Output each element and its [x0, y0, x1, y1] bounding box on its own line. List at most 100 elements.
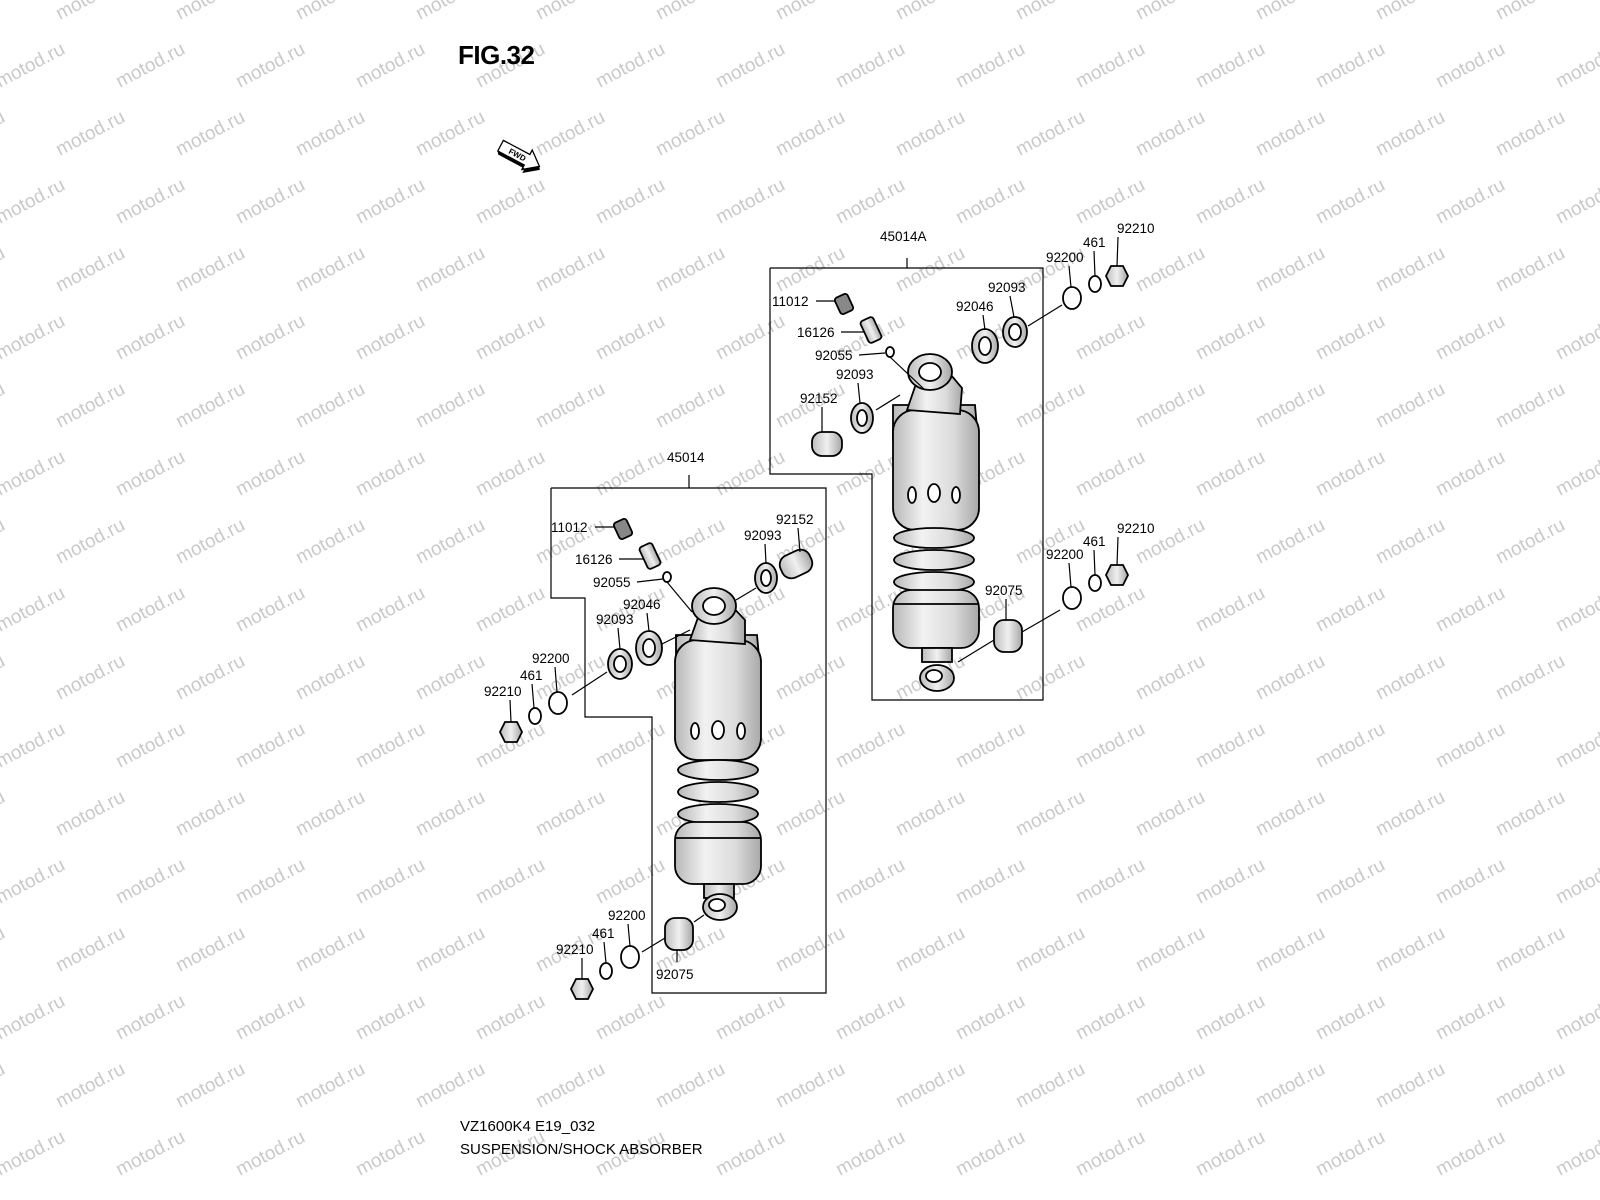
- watermark-text: motod.ru: [1312, 39, 1388, 93]
- labels-45014: 11012 16126 92055 92046 92093 92200 461 …: [484, 512, 814, 982]
- watermark-text: motod.ru: [892, 0, 968, 24]
- watermark-text: motod.ru: [0, 175, 69, 229]
- watermark-text: motod.ru: [172, 651, 248, 705]
- watermark-text: motod.ru: [1552, 311, 1600, 365]
- watermark-text: motod.ru: [1252, 107, 1328, 161]
- collar-92152-45014: [778, 548, 814, 580]
- watermark-text: motod.ru: [1132, 787, 1208, 841]
- watermark-text: motod.ru: [1132, 923, 1208, 977]
- watermark-text: motod.ru: [0, 311, 69, 365]
- watermark-text: motod.ru: [0, 1127, 69, 1181]
- watermark-text: motod.ru: [952, 1127, 1028, 1181]
- watermark-text: motod.ru: [592, 447, 668, 501]
- watermark-text: motod.ru: [472, 311, 548, 365]
- watermark-text: motod.ru: [52, 1195, 128, 1200]
- watermark-text: motod.ru: [832, 175, 908, 229]
- watermark-text: motod.ru: [52, 1059, 128, 1113]
- watermark-text: motod.ru: [1192, 39, 1268, 93]
- watermark-text: motod.ru: [1192, 991, 1268, 1045]
- watermark-text: motod.ru: [232, 447, 308, 501]
- watermark-text: motod.ru: [112, 175, 188, 229]
- watermark-text: motod.ru: [232, 583, 308, 637]
- watermark-text: motod.ru: [892, 1059, 968, 1113]
- watermark-text: motod.ru: [592, 311, 668, 365]
- watermark-text: motod.ru: [112, 39, 188, 93]
- watermark-text: motod.ru: [1312, 583, 1388, 637]
- watermark-text: motod.ru: [0, 447, 69, 501]
- watermark-text: motod.ru: [532, 379, 608, 433]
- watermark-text: motod.ru: [1012, 651, 1088, 705]
- watermark-text: motod.ru: [1492, 515, 1568, 569]
- watermark-text: motod.ru: [952, 719, 1028, 773]
- watermark-text: motod.ru: [1132, 107, 1208, 161]
- nut-92210-top-45014: [498, 721, 524, 743]
- watermark-text: motod.ru: [292, 923, 368, 977]
- watermark-text: motod.ru: [1072, 855, 1148, 909]
- watermark-text: motod.ru: [1372, 0, 1448, 24]
- watermark-text: motod.ru: [592, 39, 668, 93]
- watermark-text: motod.ru: [1372, 243, 1448, 297]
- watermark-text: motod.ru: [772, 651, 848, 705]
- watermark-text: motod.ru: [52, 243, 128, 297]
- watermark-text: motod.ru: [1252, 787, 1328, 841]
- watermark-text: motod.ru: [1432, 39, 1508, 93]
- watermark-text: motod.ru: [1252, 1059, 1328, 1113]
- watermark-text: motod.ru: [1432, 583, 1508, 637]
- watermark-text: motod.ru: [1492, 0, 1568, 24]
- watermark-text: motod.ru: [832, 1127, 908, 1181]
- watermark-text: motod.ru: [1372, 787, 1448, 841]
- watermark-text: motod.ru: [892, 243, 968, 297]
- svg-text:92055: 92055: [593, 575, 631, 590]
- watermark-text: motod.ru: [772, 0, 848, 24]
- watermark-text: motod.ru: [292, 107, 368, 161]
- watermark-text: motod.ru: [0, 379, 9, 433]
- watermark-text: motod.ru: [1192, 1127, 1268, 1181]
- valve-16126-45014: [638, 542, 662, 570]
- svg-text:92093: 92093: [596, 612, 634, 627]
- watermark-text: motod.ru: [1192, 447, 1268, 501]
- watermark-text: motod.ru: [532, 243, 608, 297]
- watermark-text: motod.ru: [1072, 991, 1148, 1045]
- watermark-text: motod.ru: [232, 175, 308, 229]
- watermark-text: motod.ru: [1312, 175, 1388, 229]
- watermark-text: motod.ru: [1072, 447, 1148, 501]
- watermark-text: motod.ru: [172, 0, 248, 24]
- watermark-text: motod.ru: [1072, 719, 1148, 773]
- watermark-text: motod.ru: [412, 0, 488, 24]
- watermark-text: motod.ru: [352, 991, 428, 1045]
- watermark-text: motod.ru: [892, 923, 968, 977]
- watermark-text: motod.ru: [712, 39, 788, 93]
- assembly-label-45014: 45014: [667, 450, 705, 465]
- washer-92200-bottom-45014: [620, 945, 640, 969]
- watermark-text: motod.ru: [412, 651, 488, 705]
- watermark-text: motod.ru: [1132, 651, 1208, 705]
- watermark-text: motod.ru: [592, 991, 668, 1045]
- watermark-text: motod.ru: [1312, 855, 1388, 909]
- model-code: VZ1600K4 E19_032: [460, 1118, 596, 1135]
- watermark-text: motod.ru: [1252, 0, 1328, 24]
- watermark-text: motod.ru: [172, 107, 248, 161]
- watermark-text: motod.ru: [0, 39, 69, 93]
- watermark-text: motod.ru: [772, 1195, 848, 1200]
- assembly-label-45014a: 45014A: [880, 229, 927, 244]
- nut-92210-bottom-45014a: [1104, 564, 1130, 586]
- watermark-text: motod.ru: [952, 39, 1028, 93]
- watermark-text: motod.ru: [472, 583, 548, 637]
- svg-text:92210: 92210: [1117, 521, 1155, 536]
- watermark-text: motod.ru: [832, 855, 908, 909]
- watermark-text: motod.ru: [52, 923, 128, 977]
- watermark-text: motod.ru: [112, 1127, 188, 1181]
- watermark-text: motod.ru: [1192, 719, 1268, 773]
- svg-text:92200: 92200: [1046, 547, 1084, 562]
- assembly-45014a-outline: [769, 267, 1044, 701]
- washer-461-top-45014: [528, 707, 542, 725]
- svg-text:461: 461: [1083, 235, 1106, 250]
- watermark-text: motod.ru: [0, 583, 69, 637]
- watermark-text: motod.ru: [1552, 719, 1600, 773]
- svg-text:92046: 92046: [956, 299, 994, 314]
- watermark-text: motod.ru: [1432, 855, 1508, 909]
- oring-92055-45014a: [885, 346, 895, 358]
- watermark-text: motod.ru: [1012, 0, 1088, 24]
- watermark-text: motod.ru: [1432, 447, 1508, 501]
